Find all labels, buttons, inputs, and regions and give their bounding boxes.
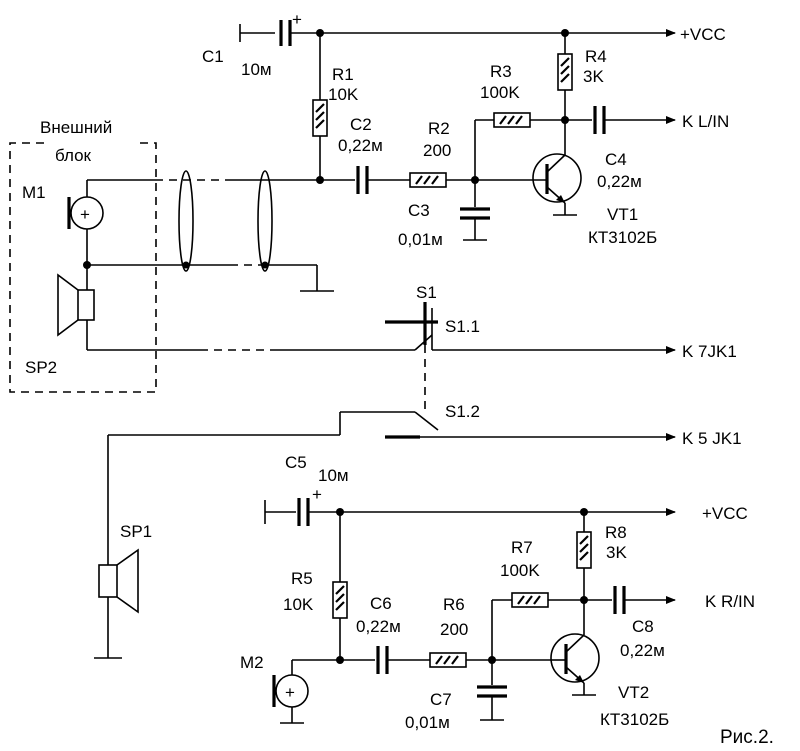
c4-value: 0,22м (597, 172, 642, 191)
resistor-r4: R4 3K (556, 33, 607, 145)
c2-value: 0,22м (338, 136, 383, 155)
c4-label: C4 (605, 150, 627, 169)
transistor-vt1: VT1 КТ3102Б (530, 145, 657, 247)
c2-label: C2 (350, 115, 372, 134)
capacitor-c7: C7 0,01м (405, 660, 507, 732)
vcc-rail-bottom (264, 498, 676, 526)
vcc-rail-top (239, 20, 676, 46)
c7-value: 0,01м (405, 713, 450, 732)
capacitor-c4: C4 0,22м (565, 106, 676, 191)
resistor-r2: R2 200 (408, 119, 530, 189)
top-channel: C1 10м + +VCC R1 10K R4 3K R3 (83, 10, 729, 292)
line-to-s1-1 (87, 334, 433, 351)
resistor-r3: R3 100K (474, 62, 569, 180)
transistor-vt2: VT2 КТ3102Б (550, 622, 669, 729)
sp1-label: SP1 (120, 522, 152, 541)
vcc-top-label: +VCC (680, 25, 726, 44)
signal-line-top (87, 176, 355, 184)
resistor-r8: R8 3K (575, 512, 627, 622)
external-block: Внешний блок + M1 SP2 (9, 118, 433, 393)
c5-plus: + (312, 485, 322, 504)
bottom-channel: C5 10м + +VCC R5 10K R8 3K R7 (240, 453, 755, 732)
external-block-title-2: блок (55, 146, 92, 165)
c6-value: 0,22м (356, 617, 401, 636)
c8-value: 0,22м (620, 641, 665, 660)
r1-value: 10K (328, 85, 359, 104)
out-r-label: K R/IN (705, 592, 755, 611)
vcc-bottom-label: +VCC (702, 504, 748, 523)
capacitor-c5: C5 10м + (285, 453, 349, 504)
m1-plus: + (80, 205, 90, 224)
r4-value: 3K (583, 67, 604, 86)
c3-label: C3 (408, 201, 430, 220)
m1-label: M1 (22, 183, 46, 202)
r4-label: R4 (585, 47, 607, 66)
s1-label: S1 (416, 283, 437, 302)
c1-plus: + (292, 10, 302, 29)
ground-line-top (83, 261, 334, 292)
c3-value: 0,01м (398, 230, 443, 249)
r7-value: 100K (500, 561, 540, 580)
external-block-title-1: Внешний (40, 118, 112, 137)
capacitor-c1: C1 10м + (202, 10, 302, 79)
vt1-type: КТ3102Б (588, 228, 657, 247)
r8-value: 3K (606, 543, 627, 562)
r3-value: 100K (480, 83, 520, 102)
sp2-label: SP2 (25, 358, 57, 377)
signal-line-bottom (292, 656, 375, 664)
resistor-r1: R1 10K (311, 33, 359, 180)
c6-label: C6 (370, 594, 392, 613)
capacitor-c8: C8 0,22м (584, 586, 676, 660)
resistor-r5: R5 10K (283, 512, 349, 660)
capacitor-c2: C2 0,22м (338, 115, 410, 194)
r2-value: 200 (423, 141, 451, 160)
r8-label: R8 (605, 523, 627, 542)
c8-label: C8 (632, 617, 654, 636)
switch-s1: S1 S1.1 K 7JK1 S1.2 K 5 JK1 (108, 283, 742, 448)
r6-value: 200 (440, 620, 468, 639)
c1-value: 10м (241, 60, 272, 79)
s1-1-label: S1.1 (445, 317, 480, 336)
out-7jk1-label: K 7JK1 (682, 342, 737, 361)
c1-label: C1 (202, 47, 224, 66)
speaker-sp1: SP1 (94, 435, 152, 659)
capacitor-c3: C3 0,01м (398, 180, 490, 249)
m2-plus: + (285, 683, 295, 702)
r7-label: R7 (511, 538, 533, 557)
r3-label: R3 (490, 62, 512, 81)
speaker-sp2: SP2 (25, 265, 95, 377)
s1-2-label: S1.2 (445, 402, 480, 421)
vt2-label: VT2 (618, 683, 649, 702)
r1-label: R1 (332, 65, 354, 84)
r6-label: R6 (443, 595, 465, 614)
out-5jk1-label: K 5 JK1 (682, 429, 742, 448)
c7-label: C7 (430, 690, 452, 709)
r5-value: 10K (283, 595, 314, 614)
capacitor-c6: C6 0,22м (356, 594, 430, 674)
vt2-type: КТ3102Б (600, 710, 669, 729)
c5-value: 10м (318, 466, 349, 485)
r5-label: R5 (291, 569, 313, 588)
microphone-m2: + M2 (240, 653, 309, 724)
resistor-r7: R7 100K (491, 538, 588, 660)
c5-label: C5 (285, 453, 307, 472)
microphone-m1: + M1 (22, 180, 104, 265)
out-l-label: K L/IN (682, 112, 729, 131)
shielded-cable (178, 170, 273, 272)
r2-label: R2 (428, 119, 450, 138)
resistor-r6: R6 200 (428, 595, 550, 669)
m2-label: M2 (240, 653, 264, 672)
vt1-label: VT1 (607, 205, 638, 224)
figure-caption: Рис.2. (720, 727, 774, 748)
